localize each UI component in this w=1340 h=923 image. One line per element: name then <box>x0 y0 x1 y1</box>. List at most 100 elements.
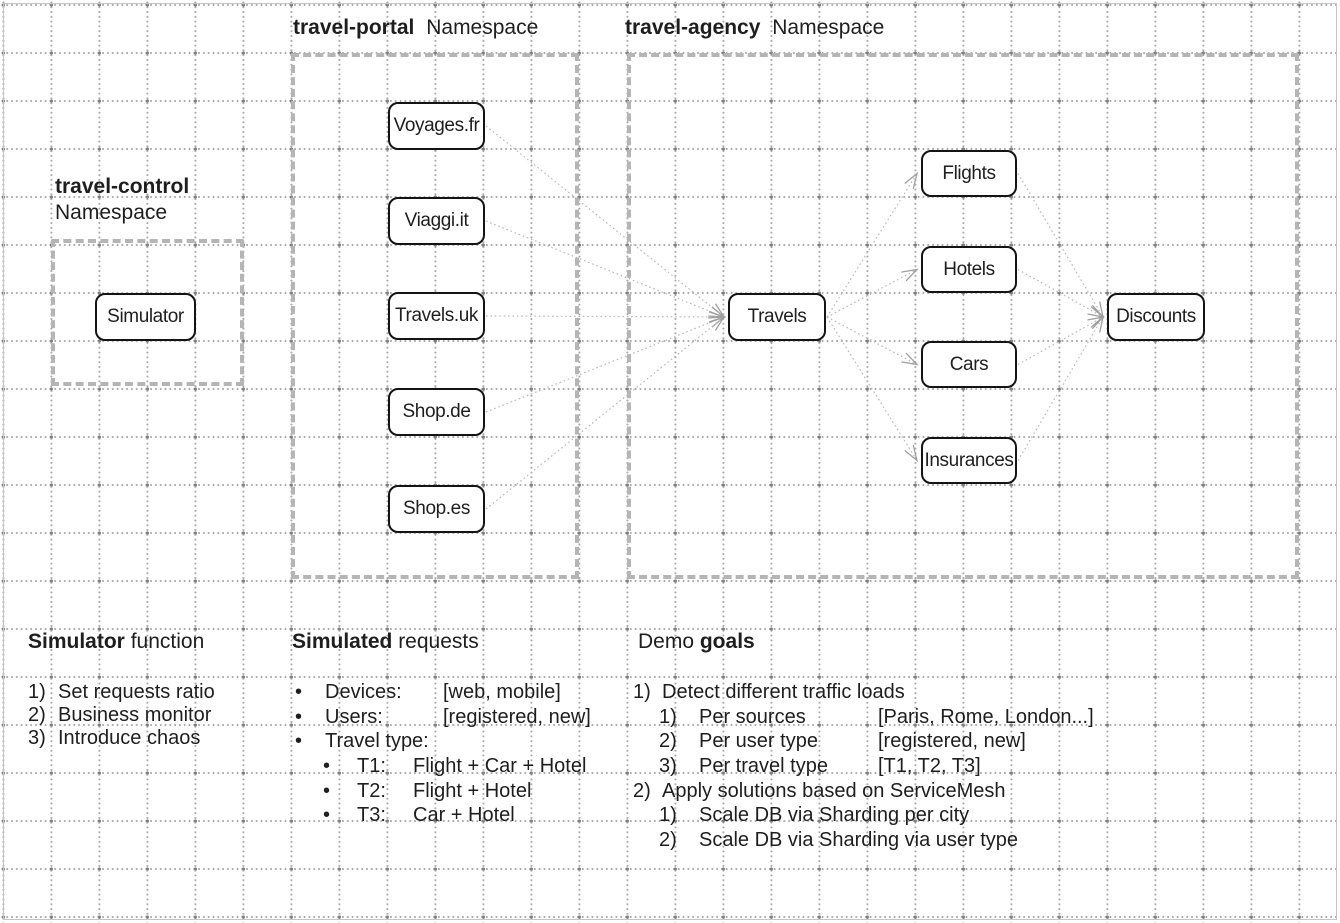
item-value: [registered, new] <box>443 705 591 728</box>
item-marker: 2) <box>659 730 677 753</box>
node-label: Viaggi.it <box>404 210 469 231</box>
item-text: Scale DB via Sharding per city <box>699 804 970 827</box>
namespace-title-travel-portal: travel-portal Namespace <box>293 16 538 40</box>
item-marker: 2) <box>28 704 46 726</box>
node-label: Shop.es <box>403 498 470 519</box>
namespace-box-travel-agency <box>627 53 1299 579</box>
node-label: Hotels <box>943 258 995 280</box>
node-simulator: Simulator <box>95 293 196 341</box>
namespace-title-travel-agency: travel-agency Namespace <box>625 16 884 40</box>
list-item: 2)Per user type[registered, new] <box>633 730 1133 755</box>
node-viaggi: Viaggi.it <box>388 197 485 245</box>
heading-bold: goals <box>699 630 755 653</box>
node-label: Voyages.fr <box>393 115 480 136</box>
list-item: 1) Set requests ratio <box>28 681 328 704</box>
item-marker: 3) <box>659 755 677 778</box>
namespace-title-bold: travel-agency <box>625 16 761 39</box>
item-text: Introduce chaos <box>58 727 201 749</box>
section-heading: Simulator function <box>28 630 204 654</box>
item-marker: 2) <box>633 779 651 802</box>
namespace-box-travel-control <box>51 239 244 386</box>
section-heading: Simulated requests <box>292 630 479 654</box>
list-item: 1)Detect different traffic loads <box>633 681 1133 706</box>
item-bullet: • <box>295 681 303 703</box>
node-label: Simulator <box>107 306 184 327</box>
node-voyages: Voyages.fr <box>388 102 485 150</box>
node-discounts: Discounts <box>1107 293 1205 341</box>
node-hotels: Hotels <box>921 246 1017 293</box>
item-label: T2: <box>357 779 386 802</box>
item-text: Per travel type <box>699 755 828 778</box>
node-cars: Cars <box>921 341 1017 388</box>
item-label: Travel type: <box>325 730 429 753</box>
node-label: Flights <box>942 162 996 184</box>
list-item: • T3: Car + Hotel <box>292 804 632 829</box>
node-label: Shop.de <box>402 401 471 422</box>
list-item: 2) Apply solutions based on ServiceMesh <box>633 780 1133 805</box>
edge-travels-flights <box>826 171 919 318</box>
edges-layer <box>485 125 1105 510</box>
item-label: Devices: <box>325 681 402 703</box>
edge-travels-hotels <box>826 268 919 318</box>
item-marker: 3) <box>28 727 46 749</box>
node-shopde: Shop.de <box>388 388 485 436</box>
heading-post: requests <box>392 630 479 653</box>
item-text: Per user type <box>699 730 818 753</box>
item-label: Users: <box>325 705 383 728</box>
list-item: 1)Scale DB via Sharding per city <box>633 804 1133 829</box>
list-item: •T2:Flight + Hotel <box>292 780 632 805</box>
item-value: Flight + Hotel <box>413 779 532 802</box>
item-bullet: • <box>323 804 331 827</box>
node-label: Cars <box>949 353 989 375</box>
item-label: T1: <box>357 755 386 778</box>
item-marker: 1) <box>659 705 677 728</box>
heading-bold: Simulator <box>28 630 125 653</box>
edge-hotels-discounts <box>1017 268 1105 319</box>
edge-shopde-travels <box>485 316 726 413</box>
list-item: • Travel type: <box>292 730 632 755</box>
namespace-title-rest: Namespace <box>426 16 539 39</box>
edge-travelsuk-travels <box>485 311 727 323</box>
item-text: Apply solutions based on ServiceMesh <box>662 779 1006 802</box>
node-label: Travels <box>747 306 807 327</box>
edge-travels-insurances <box>826 316 919 463</box>
list-item: 1)Per sources[Paris, Rome, London...] <box>633 706 1133 731</box>
list-item: 3) Per travel type [T1, T2, T3] <box>633 755 1133 780</box>
node-insurances: Insurances <box>921 437 1017 484</box>
item-text: Detect different traffic loads <box>662 681 905 703</box>
namespace-title-rest: Namespace <box>772 16 885 39</box>
edge-travels-cars <box>826 316 919 366</box>
node-flights: Flights <box>921 150 1017 197</box>
heading-pre: Demo <box>638 630 700 653</box>
item-marker: 1) <box>28 681 46 703</box>
item-value: Car + Hotel <box>413 804 515 827</box>
item-text: Scale DB via Sharding via user type <box>699 829 1019 852</box>
item-label: T3: <box>357 804 386 827</box>
item-value: [T1, T2, T3] <box>878 755 981 778</box>
heading-post: function <box>124 630 205 653</box>
item-text: Set requests ratio <box>58 681 215 703</box>
list-item: • Devices: [web, mobile] <box>292 681 632 706</box>
heading-bold: Simulated <box>292 630 393 653</box>
list-item: •T1:Flight + Car + Hotel <box>292 755 632 780</box>
node-label: Discounts <box>1116 306 1196 327</box>
node-label: Travels.uk <box>395 305 478 326</box>
edge-insurances-discounts <box>1017 315 1105 461</box>
item-text: Per sources <box>699 705 806 728</box>
edge-cars-discounts <box>1017 315 1105 366</box>
namespace-title-rest: Namespace <box>55 200 168 224</box>
namespace-title-bold: travel-control <box>55 175 190 198</box>
namespace-title-bold: travel-portal <box>293 16 415 39</box>
edge-viaggi-travels <box>485 220 726 318</box>
item-bullet: • <box>295 730 303 753</box>
node-shopes: Shop.es <box>388 485 485 533</box>
namespace-box-travel-portal <box>291 53 579 579</box>
node-travels: Travels <box>728 293 826 341</box>
list-item: •Users:[registered, new] <box>292 706 632 731</box>
item-value: [web, mobile] <box>443 681 561 703</box>
namespace-title-travel-control: travel-control Namespace <box>55 174 189 225</box>
list-item: 2)Business monitor <box>28 704 328 727</box>
item-bullet: • <box>323 755 331 778</box>
node-travelsuk: Travels.uk <box>388 292 485 340</box>
